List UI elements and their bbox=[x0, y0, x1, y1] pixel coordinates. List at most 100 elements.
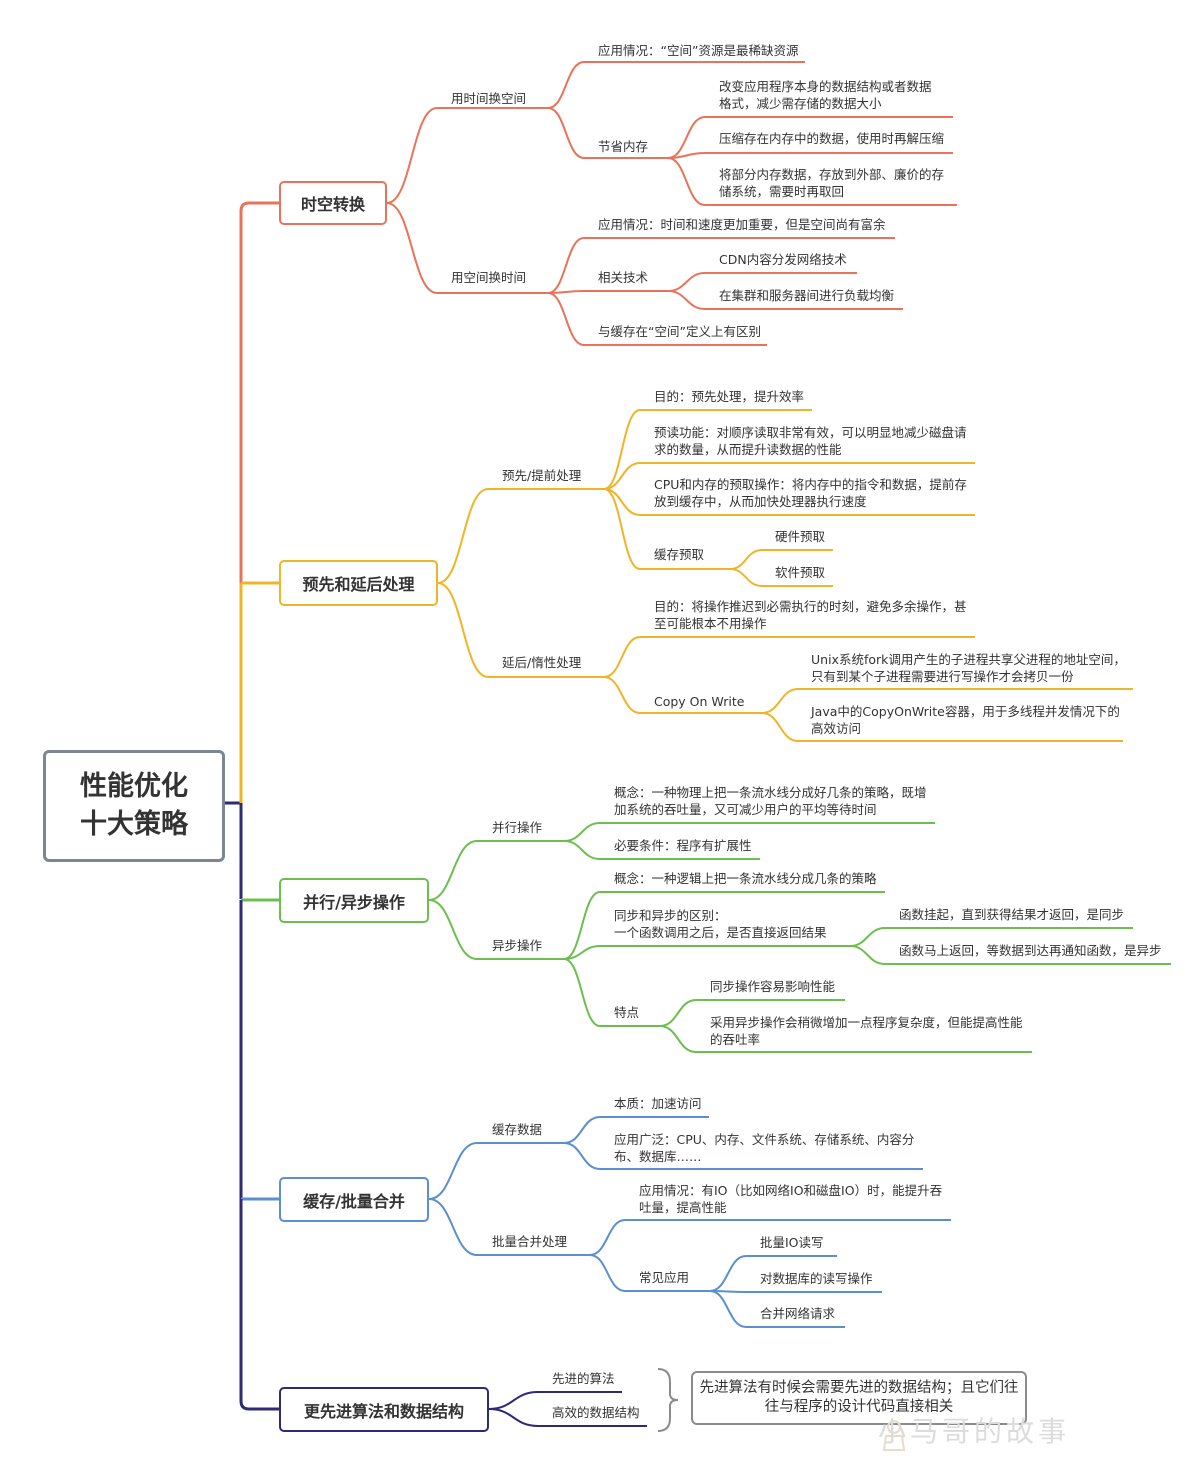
connector-curve bbox=[667, 272, 706, 292]
connector-curve bbox=[709, 1255, 747, 1292]
connector-curve bbox=[563, 822, 601, 842]
node-parallel-concept[interactable]: 概念：一种物理上把一条流水线分成好几条的策略，既增 加系统的吞吐量，又可减少用户… bbox=[614, 784, 927, 818]
connector-curve bbox=[563, 891, 601, 960]
node-async-def[interactable]: 函数马上返回，等数据到达再通知函数，是异步 bbox=[899, 943, 1162, 958]
watermark-logo-icon bbox=[882, 1420, 906, 1451]
topic-suanfa-label: 更先进算法和数据结构 bbox=[303, 1401, 464, 1421]
connector-curve bbox=[729, 549, 763, 570]
node-cow-java[interactable]: Java中的CopyOnWrite容器，用于多线程并发情况下的 高效访问 bbox=[811, 703, 1120, 737]
topic-shikong-label: 时空转换 bbox=[300, 195, 365, 214]
node-cdn[interactable]: CDN内容分发网络技术 bbox=[719, 252, 847, 267]
node-parallel-requirement[interactable]: 必要条件：程序有扩展性 bbox=[614, 838, 752, 853]
node-sw-prefetch[interactable]: 软件预取 bbox=[775, 565, 826, 580]
text-line: 应用情况：有IO（比如网络IO和磁盘IO）时，能提升吞 bbox=[639, 1183, 943, 1198]
text-line: 求的数量，从而提升读数据的性能 bbox=[654, 442, 842, 457]
node-lazy-process[interactable]: 延后/惰性处理 bbox=[502, 655, 582, 670]
node-parallel[interactable]: 并行操作 bbox=[492, 820, 543, 835]
node-cow-unix[interactable]: Unix系统fork调用产生的子进程共享父进程的地址空间， 只有到某个子进程需要… bbox=[811, 651, 1126, 685]
connector-curve bbox=[761, 712, 799, 742]
topic-yuxian-label: 预先和延后处理 bbox=[302, 575, 415, 594]
node-save-memory-item3[interactable]: 将部分内存数据，存放到外部、廉价的存 储系统，需要时再取回 bbox=[719, 166, 944, 200]
text-line: 预读功能：对顺序读取非常有效，可以明显地减少磁盘请 bbox=[654, 425, 967, 440]
node-save-memory-item2[interactable]: 压缩存在内存中的数据，使用时再解压缩 bbox=[719, 131, 945, 146]
node-sft-tech[interactable]: 相关技术 bbox=[598, 270, 649, 285]
node-async[interactable]: 异步操作 bbox=[492, 938, 543, 953]
connector-curve bbox=[428, 1142, 478, 1200]
node-batch-scenario[interactable]: 应用情况：有IO（比如网络IO和磁盘IO）时，能提升吞 吐量，提高性能 bbox=[639, 1182, 942, 1216]
node-pre-process[interactable]: 预先/提前处理 bbox=[502, 468, 582, 483]
text-line: 吐量，提高性能 bbox=[639, 1200, 727, 1215]
connector-curve bbox=[667, 157, 706, 206]
topic-huancun[interactable]: 缓存/批量合并 bbox=[279, 1177, 429, 1222]
node-cow[interactable]: Copy On Write bbox=[654, 694, 745, 709]
node-sync-def[interactable]: 函数挂起，直到获得结果才返回，是同步 bbox=[899, 907, 1125, 922]
connector-curve bbox=[488, 1408, 539, 1427]
connector-curve bbox=[761, 688, 799, 714]
connector-curve bbox=[547, 107, 585, 159]
node-batch[interactable]: 批量合并处理 bbox=[492, 1234, 568, 1249]
node-save-memory-item1[interactable]: 改变应用程序本身的数据结构或者数据 格式，减少需存储的数据大小 bbox=[719, 78, 932, 112]
connector-curve bbox=[659, 999, 697, 1027]
text-line: 同步和异步的区别： bbox=[614, 908, 727, 923]
node-readahead[interactable]: 预读功能：对顺序读取非常有效，可以明显地减少磁盘请 求的数量，从而提升读数据的性… bbox=[654, 424, 967, 458]
trunk-elbow bbox=[239, 201, 279, 583]
text-line: 放到缓存中，从而加快处理器执行速度 bbox=[654, 494, 867, 509]
node-sft-scenario[interactable]: 应用情况：时间和速度更加重要，但是空间尚有富余 bbox=[598, 217, 886, 232]
node-space-for-time[interactable]: 用空间换时间 bbox=[451, 270, 527, 285]
text-line: 将部分内存数据，存放到外部、廉价的存 bbox=[719, 167, 945, 182]
node-batch-io[interactable]: 批量IO读写 bbox=[760, 1235, 824, 1250]
connector-curve bbox=[563, 1142, 601, 1170]
node-lazy-goal[interactable]: 目的：将操作推迟到必需执行的时刻，避免多余操作，甚 至可能根本不用操作 bbox=[654, 598, 967, 632]
topic-suanfa[interactable]: 更先进算法和数据结构 bbox=[279, 1387, 489, 1432]
text-line: 格式，减少需存储的数据大小 bbox=[719, 96, 882, 111]
node-pre-goal[interactable]: 目的：预先处理，提升效率 bbox=[654, 389, 805, 404]
connector-curve bbox=[849, 945, 886, 965]
node-common-apps[interactable]: 常见应用 bbox=[639, 1270, 690, 1285]
connector-curve bbox=[437, 582, 489, 678]
node-features-item2[interactable]: 采用异步操作会稍微增加一点程序复杂度，但能提高性能 的吞吐率 bbox=[710, 1014, 1023, 1048]
text-line: 改变应用程序本身的数据结构或者数据 bbox=[719, 79, 932, 94]
root-title-line1: 性能优化 bbox=[80, 771, 188, 802]
node-async-concept[interactable]: 概念：一种逻辑上把一条流水线分成几条的策略 bbox=[614, 871, 877, 886]
text-line: 应用广泛：CPU、内存、文件系统、存储系统、内容分 bbox=[614, 1132, 915, 1147]
node-save-memory[interactable]: 节省内存 bbox=[598, 139, 649, 154]
node-load-balance[interactable]: 在集群和服务器间进行负载均衡 bbox=[719, 288, 895, 303]
trunk-elbow bbox=[239, 1199, 279, 1411]
topic-huancun-label: 缓存/批量合并 bbox=[303, 1191, 405, 1211]
connector-curve bbox=[428, 1198, 478, 1256]
topic-bingxing[interactable]: 并行/异步操作 bbox=[279, 878, 429, 923]
connector-curve bbox=[488, 1391, 539, 1410]
node-features-item1[interactable]: 同步操作容易影响性能 bbox=[710, 979, 836, 994]
node-features[interactable]: 特点 bbox=[614, 1005, 640, 1020]
connector-curve bbox=[563, 840, 601, 860]
connector-curve bbox=[659, 1025, 697, 1053]
node-cache-usage[interactable]: 应用广泛：CPU、内存、文件系统、存储系统、内容分 布、数据库…… bbox=[614, 1131, 914, 1165]
connector-curve bbox=[563, 1116, 601, 1144]
topic-shikong[interactable]: 时空转换 bbox=[279, 181, 387, 225]
node-time-for-space[interactable]: 用时间换空间 bbox=[451, 91, 527, 106]
connector-curve bbox=[667, 290, 706, 310]
text-line: 只有到某个子进程需要进行写操作才会拷贝一份 bbox=[811, 669, 1074, 684]
topic-yuxian[interactable]: 预先和延后处理 bbox=[279, 560, 438, 606]
node-merge-requests[interactable]: 合并网络请求 bbox=[760, 1306, 836, 1321]
node-sft-diff[interactable]: 与缓存在“空间”定义上有区别 bbox=[598, 324, 761, 339]
node-cache-essence[interactable]: 本质：加速访问 bbox=[614, 1096, 702, 1111]
topic-bingxing-label: 并行/异步操作 bbox=[303, 892, 405, 912]
node-efficient-ds[interactable]: 高效的数据结构 bbox=[552, 1405, 640, 1420]
summary-note[interactable]: 先进算法有时候会需要先进的数据结构；且它们往往与程序的设计代码直接相关 bbox=[691, 1371, 1027, 1425]
connector-curve bbox=[547, 237, 585, 294]
connector-curve bbox=[386, 202, 438, 294]
node-db-rw[interactable]: 对数据库的读写操作 bbox=[760, 1271, 873, 1286]
connector-curve bbox=[428, 840, 478, 901]
node-sync-async-diff[interactable]: 同步和异步的区别： 一个函数调用之后，是否直接返回结果 bbox=[614, 907, 827, 941]
node-tfs-scenario[interactable]: 应用情况：“空间”资源是最稀缺资源 bbox=[598, 43, 799, 58]
root-node[interactable]: 性能优化 十大策略 bbox=[43, 750, 225, 862]
node-advanced-algo[interactable]: 先进的算法 bbox=[552, 1371, 615, 1386]
node-prefetch[interactable]: CPU和内存的预取操作：将内存中的指令和数据，提前存 放到缓存中，从而加快处理器… bbox=[654, 476, 967, 510]
node-cache-data[interactable]: 缓存数据 bbox=[492, 1122, 543, 1137]
connector-curve bbox=[563, 958, 601, 1027]
node-cache-prefetch[interactable]: 缓存预取 bbox=[654, 547, 705, 562]
text-line: 目的：将操作推迟到必需执行的时刻，避免多余操作，甚 bbox=[654, 599, 967, 614]
node-hw-prefetch[interactable]: 硬件预取 bbox=[775, 529, 826, 544]
